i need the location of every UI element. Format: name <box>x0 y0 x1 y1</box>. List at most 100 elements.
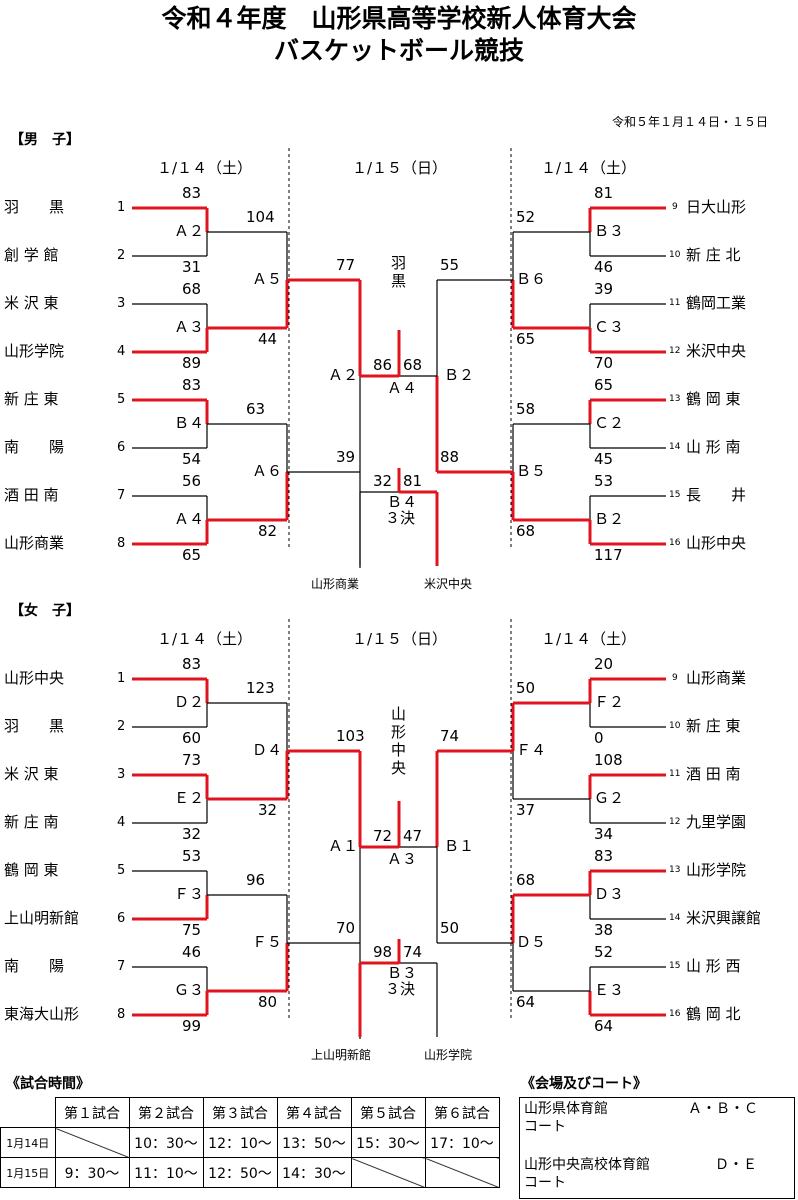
score: 88 <box>440 448 460 466</box>
court-label: Ｆ２ <box>594 693 625 711</box>
team-seed-right: 16 <box>669 1009 681 1019</box>
score: 75 <box>182 921 202 939</box>
score: 65 <box>182 546 202 564</box>
court-label: Ａ５ <box>252 270 283 288</box>
team-name-right: 米沢興譲館 <box>686 909 762 927</box>
champion-name-char: 形 <box>391 723 407 741</box>
team-seed-right: 13 <box>669 394 681 404</box>
day-label-center: １/１５（日） <box>352 630 448 648</box>
score: 56 <box>182 472 202 490</box>
third-place-label: ３決 <box>385 509 416 527</box>
team-seed-right: 12 <box>669 346 681 356</box>
schedule-time: 17：10～ <box>424 1127 500 1158</box>
team-name-left: 鶴 岡 東 <box>4 861 59 879</box>
team-seed-right: 9 <box>672 202 678 212</box>
score: 81 <box>403 472 423 490</box>
score: 52 <box>516 208 536 226</box>
court-label: Ｅ２ <box>174 789 205 807</box>
team-name-left: 上山明新館 <box>4 909 80 927</box>
team-seed-left: 5 <box>117 392 126 407</box>
team-name-left: 米 沢 東 <box>4 765 59 783</box>
court-label: Ａ２ <box>328 366 359 384</box>
schedule-table: 第１試合 第２試合 第３試合 第４試合 第５試合 第６試合 1月14日 10：3… <box>0 1097 500 1188</box>
team-name-right: 新 庄 北 <box>686 246 741 264</box>
day-label-left: １/１４（土） <box>157 159 253 177</box>
team-seed-left: 3 <box>117 767 126 782</box>
team-seed-left: 8 <box>117 536 126 551</box>
court-label: Ｄ５ <box>516 933 547 951</box>
score: 47 <box>403 827 423 845</box>
court-label: Ｂ４ <box>387 493 418 511</box>
schedule-col: 第５試合 <box>350 1097 426 1128</box>
team-name-right: 山形商業 <box>686 669 747 687</box>
team-seed-left: 6 <box>117 440 126 455</box>
score: 117 <box>594 546 623 564</box>
court-label: Ａ１ <box>328 837 359 855</box>
team-name-left: 新 庄 南 <box>4 813 59 831</box>
score: 46 <box>594 258 614 276</box>
schedule-empty-cell <box>424 1157 500 1188</box>
champion-name-char: 羽 <box>391 254 407 272</box>
team-seed-left: 1 <box>117 671 126 686</box>
day-label-left: １/１４（土） <box>157 630 253 648</box>
third-place-label: ３決 <box>385 980 416 998</box>
court-label: Ｂ２ <box>444 366 475 384</box>
score: 65 <box>594 376 614 394</box>
team-seed-right: 13 <box>669 865 681 875</box>
schedule-empty-cell <box>350 1157 426 1188</box>
team-seed-right: 14 <box>669 442 681 452</box>
score: 68 <box>516 871 536 889</box>
score: 64 <box>516 993 536 1011</box>
court-label: Ａ４ <box>174 510 205 528</box>
court-label: Ｅ３ <box>594 981 625 999</box>
court-label: Ｄ２ <box>174 693 205 711</box>
score: 45 <box>594 450 614 468</box>
team-name-right: 酒 田 南 <box>686 765 741 783</box>
score: 83 <box>594 847 614 865</box>
team-seed-left: 7 <box>117 488 126 503</box>
court-label: Ｂ５ <box>516 462 547 480</box>
score: 32 <box>258 801 278 819</box>
score: 60 <box>182 729 202 747</box>
page-title-line2: バスケットボール競技 <box>273 36 524 65</box>
team-seed-left: 5 <box>117 863 126 878</box>
court-label: Ｇ２ <box>594 789 625 807</box>
boys-heading: 【男 子】 <box>10 132 80 148</box>
team-seed-right: 9 <box>672 673 678 683</box>
schedule-time: 12：10～ <box>202 1127 278 1158</box>
venue-courts: Ａ・Ｂ・Ｃ <box>688 1101 758 1117</box>
score: 80 <box>258 993 278 1011</box>
court-label: Ｃ２ <box>594 414 625 432</box>
score: 96 <box>246 871 266 889</box>
team-name-right: 新 庄 東 <box>686 717 741 735</box>
court-label: Ｄ４ <box>252 741 283 759</box>
score: 89 <box>182 354 202 372</box>
score: 68 <box>182 280 202 298</box>
team-name-left: 東海大山形 <box>4 1005 80 1023</box>
team-name-right: 鶴 岡 東 <box>686 390 741 408</box>
team-seed-left: 8 <box>117 1007 126 1022</box>
day-label-right: １/１４（土） <box>541 159 637 177</box>
score: 98 <box>373 943 393 961</box>
score: 73 <box>182 751 202 769</box>
third-left-team: 上山明新館 <box>311 1048 372 1062</box>
team-name-right: 長 井 <box>686 486 747 504</box>
champion-name-char: 央 <box>391 759 407 777</box>
schedule-col: 第４試合 <box>276 1097 352 1128</box>
team-name-right: 山形学院 <box>686 861 747 879</box>
court-label: Ａ３ <box>387 850 418 868</box>
score: 64 <box>594 1017 614 1035</box>
team-name-left: 南 陽 <box>4 957 65 975</box>
champion-name-char: 中 <box>391 741 407 759</box>
score: 83 <box>182 184 202 202</box>
team-seed-left: 7 <box>117 959 126 974</box>
girls-heading: 【女 子】 <box>10 603 80 619</box>
court-label: Ｂ１ <box>444 837 475 855</box>
schedule-col: 第２試合 <box>128 1097 204 1128</box>
score: 37 <box>516 801 536 819</box>
court-label: Ｂ３ <box>594 222 625 240</box>
score: 32 <box>373 472 393 490</box>
team-seed-right: 10 <box>669 250 681 260</box>
score: 86 <box>373 356 393 374</box>
